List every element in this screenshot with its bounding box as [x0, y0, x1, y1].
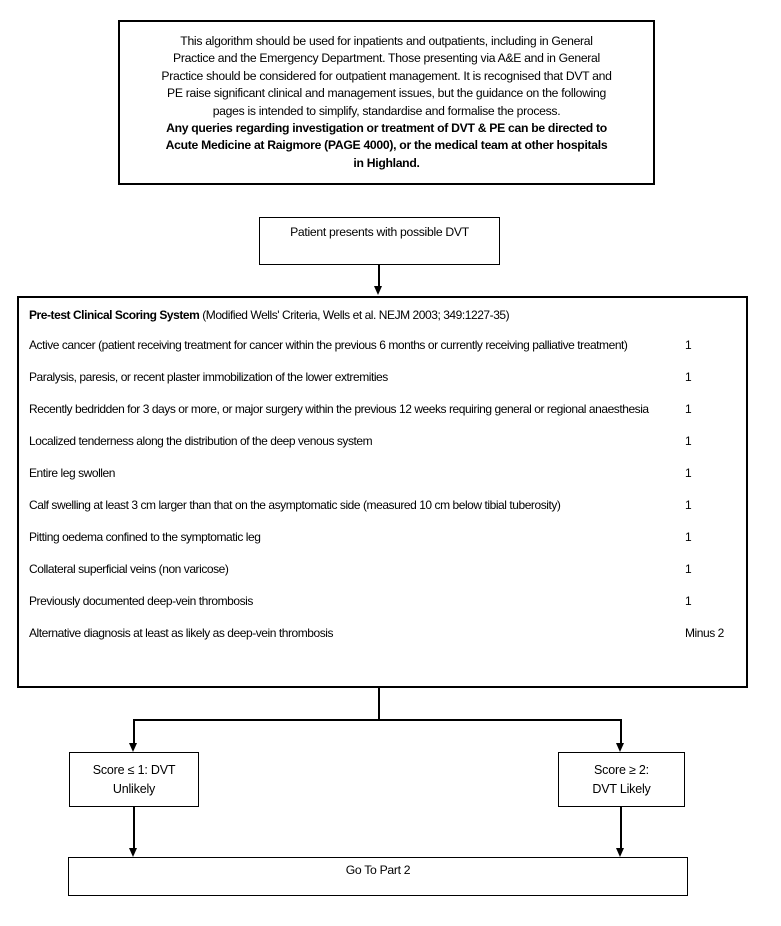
criterion-score: 1 [685, 370, 692, 384]
criterion-score: 1 [685, 466, 692, 480]
arrowhead-down-icon [129, 743, 137, 752]
intro-bold-line: Any queries regarding investigation or t… [166, 121, 607, 136]
scoring-system-box: Pre-test Clinical Scoring System (Modifi… [17, 296, 748, 688]
arrowhead-down-icon [129, 848, 137, 857]
intro-bold-line: Acute Medicine at Raigmore (PAGE 4000), … [165, 138, 608, 153]
criterion-text: Previously documented deep-vein thrombos… [29, 594, 253, 608]
arrowhead-down-icon [374, 286, 382, 295]
criterion-text: Collateral superficial veins (non varico… [29, 562, 229, 576]
intro-line: Practice should be considered for outpat… [161, 68, 612, 83]
criterion-row: Previously documented deep-vein thrombos… [29, 592, 736, 610]
dvt-unlikely-line1: Score ≤ 1: DVT [92, 763, 176, 777]
criterion-text: Calf swelling at least 3 cm larger than … [29, 498, 561, 512]
criterion-row: Pitting oedema confined to the symptomat… [29, 528, 736, 546]
criterion-score: 1 [685, 530, 692, 544]
criterion-score: 1 [685, 402, 692, 416]
criterion-text: Entire leg swollen [29, 466, 115, 480]
connector-unlikely-to-next [133, 807, 135, 848]
criterion-score: Minus 2 [685, 626, 724, 640]
criterion-row: Paralysis, paresis, or recent plaster im… [29, 368, 736, 386]
criterion-score: 1 [685, 338, 692, 352]
intro-line: This algorithm should be used for inpati… [180, 34, 593, 48]
criterion-text: Pitting oedema confined to the symptomat… [29, 530, 261, 544]
intro-bold-line: in Highland. [353, 155, 420, 170]
connector-branch-left [133, 719, 135, 744]
intro-line: PE raise significant clinical and manage… [167, 86, 606, 101]
dvt-unlikely-box: Score ≤ 1: DVT Unlikely [69, 752, 199, 807]
criterion-row: Recently bedridden for 3 days or more, o… [29, 400, 736, 418]
scoring-title-bold: Pre-test Clinical Scoring System [29, 308, 200, 322]
connector-branch-horizontal [133, 719, 621, 721]
scoring-title-citation: (Modified Wells' Criteria, Wells et al. … [199, 308, 510, 322]
criterion-text: Localized tenderness along the distribut… [29, 434, 373, 448]
connector-patient-to-scoring [378, 265, 380, 287]
connector-branch-right [620, 719, 622, 744]
dvt-unlikely-line2: Unlikely [112, 782, 156, 796]
criterion-row: Entire leg swollen 1 [29, 464, 736, 482]
patient-presents-box: Patient presents with possible DVT [259, 217, 500, 265]
criterion-text: Recently bedridden for 3 days or more, o… [29, 402, 649, 416]
patient-presents-label: Patient presents with possible DVT [290, 225, 469, 239]
scoring-title: Pre-test Clinical Scoring System (Modifi… [29, 306, 736, 324]
criterion-score: 1 [685, 498, 692, 512]
connector-scoring-stem [378, 688, 380, 721]
go-to-part-2-label: Go To Part 2 [345, 863, 411, 877]
arrowhead-down-icon [616, 743, 624, 752]
criterion-row: Active cancer (patient receiving treatme… [29, 336, 736, 354]
intro-line: pages is intended to simplify, standardi… [212, 103, 561, 118]
dvt-likely-line1: Score ≥ 2: [594, 763, 649, 777]
dvt-likely-line2: DVT Likely [592, 782, 651, 796]
connector-likely-to-next [620, 807, 622, 848]
criterion-row: Localized tenderness along the distribut… [29, 432, 736, 450]
criterion-score: 1 [685, 562, 692, 576]
arrowhead-down-icon [616, 848, 624, 857]
dvt-likely-box: Score ≥ 2: DVT Likely [558, 752, 685, 807]
intro-line: Practice and the Emergency Department. T… [173, 51, 600, 66]
intro-box: This algorithm should be used for inpati… [118, 20, 655, 185]
criterion-row: Collateral superficial veins (non varico… [29, 560, 736, 578]
criterion-text: Paralysis, paresis, or recent plaster im… [29, 370, 388, 384]
criterion-text: Alternative diagnosis at least as likely… [29, 626, 334, 640]
criterion-score: 1 [685, 594, 692, 608]
criterion-text: Active cancer (patient receiving treatme… [29, 338, 628, 352]
criterion-row: Alternative diagnosis at least as likely… [29, 624, 736, 642]
criterion-row: Calf swelling at least 3 cm larger than … [29, 496, 736, 514]
criterion-score: 1 [685, 434, 692, 448]
go-to-part-2-box: Go To Part 2 [68, 857, 688, 896]
